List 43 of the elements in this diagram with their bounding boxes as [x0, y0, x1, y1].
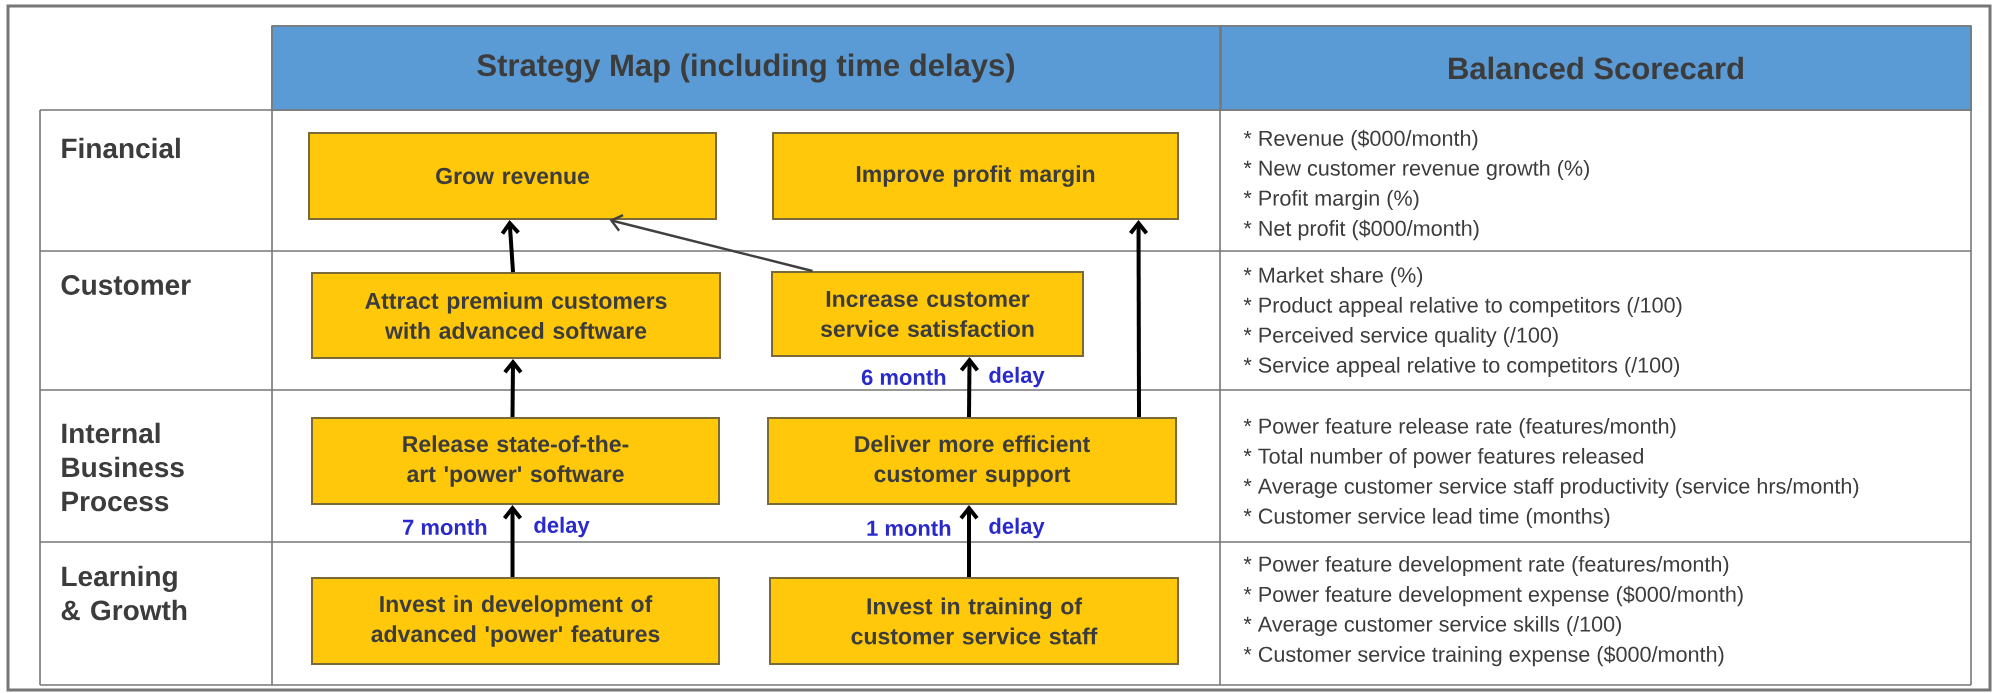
measure-text: * Perceived service quality (/100) — [1243, 326, 1558, 348]
objective-box: Invest in development of advanced 'power' features — [311, 577, 720, 665]
measure-text: * Customer service training expense ($000/month) — [1243, 645, 1724, 667]
measure-text: * Power feature development expense ($000/month) — [1243, 585, 1743, 607]
objective-box: Attract premium customers with advanced software — [311, 272, 721, 359]
row-heading: Financial — [62, 137, 180, 159]
row-heading: Customer — [61, 275, 191, 295]
objective-box: Invest in training of customer service staff — [769, 577, 1179, 665]
arrow — [502, 505, 523, 577]
delay-label: 6 month — [861, 368, 946, 386]
measure-text: * Average customer service skills (/100) — [1243, 615, 1621, 637]
arrow — [609, 214, 813, 273]
measure-text: * Product appeal relative to competitors (/100) — [1243, 296, 1682, 318]
measure-text: * Revenue ($000/month) — [1243, 129, 1478, 151]
objective-box: Release state-of-the-art 'power' software — [311, 417, 720, 505]
row-heading: Internal Business Process — [62, 422, 184, 512]
delay-label: delay — [534, 516, 590, 538]
measure-text: * Average customer service staff productivity (service hrs/month) — [1243, 477, 1859, 499]
measure-text: * Service appeal relative to competitors (/100) — [1243, 356, 1680, 378]
objective-box: Grow revenue — [308, 132, 717, 220]
measure-text: * Customer service lead time (months) — [1243, 507, 1610, 529]
measure-text: * Power feature release rate (features/month) — [1243, 417, 1676, 439]
measure-text: * Net profit ($000/month) — [1243, 219, 1479, 241]
arrow — [500, 220, 520, 273]
measure-text: * Power feature development rate (features/month) — [1243, 555, 1729, 577]
header-cell: Strategy Map (including time delays) — [271, 25, 1221, 111]
measure-text: * Total number of power features released — [1243, 447, 1643, 469]
arrow — [959, 357, 979, 418]
arrow — [503, 359, 523, 418]
measure-text: * Profit margin (%) — [1243, 189, 1419, 211]
arrow — [959, 505, 979, 577]
measure-text: * Market share (%) — [1243, 266, 1423, 288]
delay-label: delay — [989, 517, 1045, 539]
objective-box: Deliver more efficient customer support — [767, 417, 1177, 505]
row-heading: Learning & Growth — [61, 565, 187, 621]
measure-text: * New customer revenue growth (%) — [1243, 159, 1589, 181]
delay-label: 1 month — [867, 519, 951, 537]
header-cell: Balanced Scorecard — [1220, 25, 1972, 111]
delay-label: delay — [989, 366, 1045, 388]
objective-box: Improve profit margin — [772, 132, 1179, 220]
delay-label: 7 month — [403, 518, 487, 536]
objective-box: Increase customer service satisfaction — [771, 271, 1084, 357]
arrow — [1129, 220, 1149, 417]
